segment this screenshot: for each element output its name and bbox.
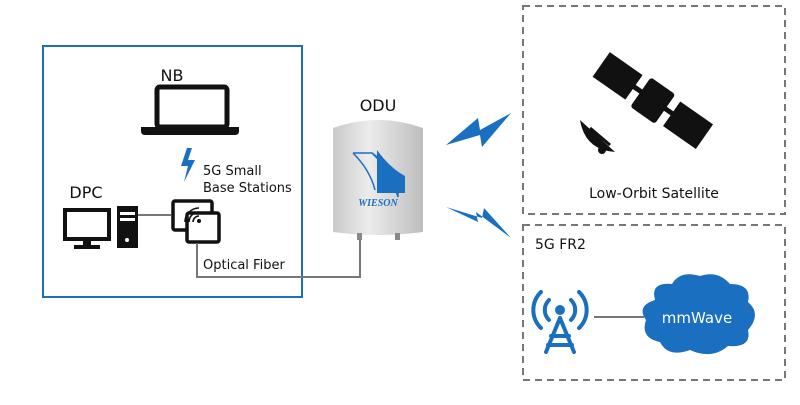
desktop-pc-icon bbox=[63, 206, 138, 249]
fiber-label: Optical Fiber bbox=[203, 258, 285, 273]
antenna-port bbox=[395, 233, 400, 240]
mmwave-cloud: mmWave bbox=[642, 274, 755, 355]
dpc-label: DPC bbox=[69, 183, 102, 202]
satellite-zone bbox=[522, 5, 786, 215]
indoor-zone bbox=[42, 45, 303, 298]
optical-fiber-line bbox=[196, 240, 361, 278]
small-cell-label-2: Base Stations bbox=[203, 181, 292, 196]
cell-tower-icon bbox=[531, 290, 589, 354]
satellite-label: Low-Orbit Satellite bbox=[589, 186, 719, 202]
mmwave-label: mmWave bbox=[662, 309, 732, 327]
lightning-icon bbox=[181, 148, 195, 182]
wireless-link-icon bbox=[446, 207, 511, 238]
fr2-label: 5G FR2 bbox=[535, 237, 586, 253]
laptop-icon bbox=[141, 84, 239, 135]
satellite-icon bbox=[580, 52, 714, 154]
brand-label: WIESON bbox=[358, 198, 398, 209]
fr2-zone bbox=[522, 224, 786, 381]
antenna-port bbox=[357, 233, 362, 240]
odu-label: ODU bbox=[360, 96, 397, 115]
odu-antenna: WIESON bbox=[333, 120, 423, 240]
small-cell-label: 5G Small bbox=[203, 164, 262, 179]
small-base-station-icon bbox=[171, 199, 221, 244]
wieson-logo: WIESON bbox=[352, 150, 405, 209]
nb-label: NB bbox=[161, 66, 184, 85]
wireless-link-icon bbox=[446, 113, 511, 147]
